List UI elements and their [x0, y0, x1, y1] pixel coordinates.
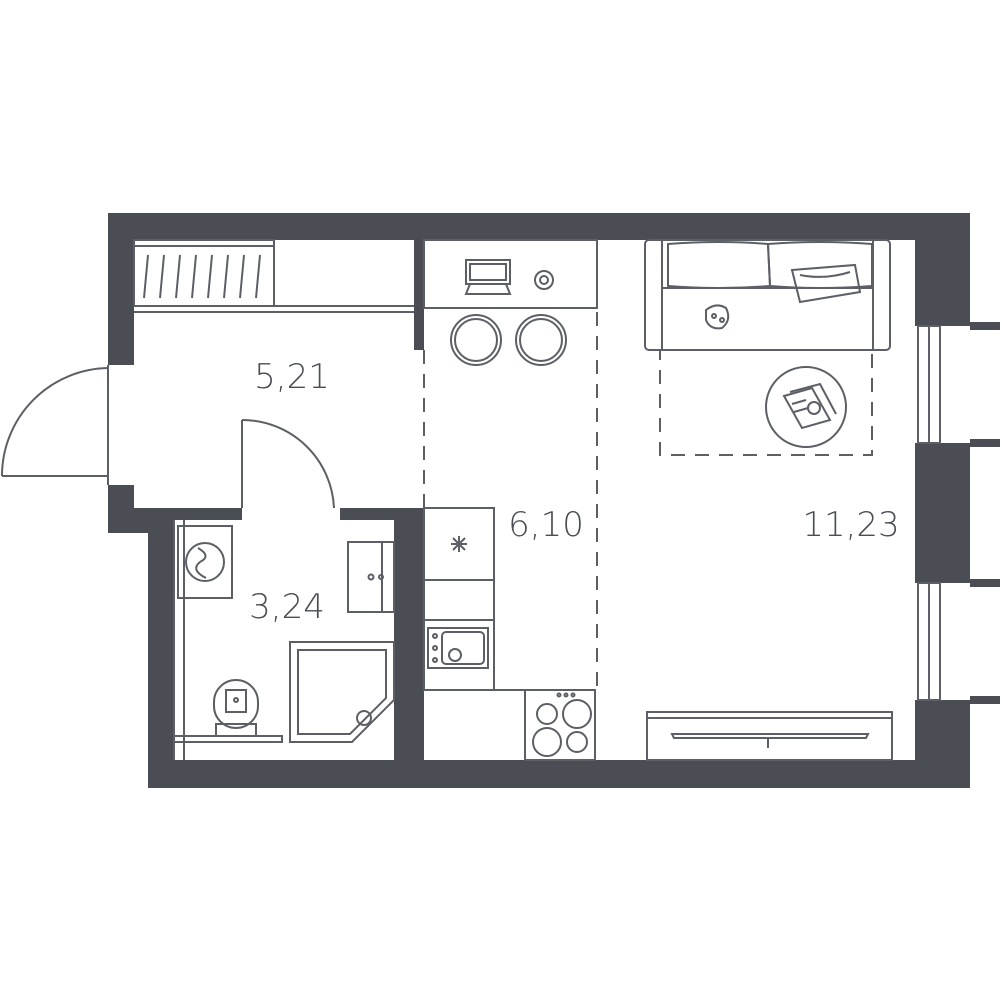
area-labels: 5,21 6,10 11,23 3,24	[249, 357, 900, 627]
toilet-icon	[213, 679, 259, 737]
bathroom-area-label: 3,24	[249, 587, 325, 627]
window-icon	[917, 322, 1000, 704]
kitchen-counter	[423, 507, 596, 761]
bathroom-door-icon	[241, 418, 335, 509]
shower-tray-icon	[289, 641, 395, 743]
walls	[108, 213, 970, 788]
fridge-icon	[451, 536, 467, 552]
bathroom-fixtures	[173, 520, 395, 760]
chair-icon	[450, 314, 567, 366]
entrance-door-icon	[1, 365, 109, 485]
cup-icon	[534, 270, 554, 290]
sofa-icon	[644, 239, 891, 351]
sink-icon	[427, 627, 489, 669]
laptop-icon	[464, 259, 512, 295]
washing-machine-icon	[177, 525, 233, 599]
cooktop-icon	[532, 692, 592, 757]
kitchen-table	[423, 239, 598, 366]
tv-icon	[646, 711, 893, 761]
living-room-area-label: 11,23	[802, 505, 899, 545]
wardrobe-icon	[133, 239, 414, 313]
washbasin-icon	[347, 541, 395, 613]
kitchen-area-label: 6,10	[508, 505, 584, 545]
coffee-table-icon	[765, 366, 847, 448]
hallway-area-label: 5,21	[254, 357, 330, 397]
pillow-icon	[790, 263, 862, 304]
